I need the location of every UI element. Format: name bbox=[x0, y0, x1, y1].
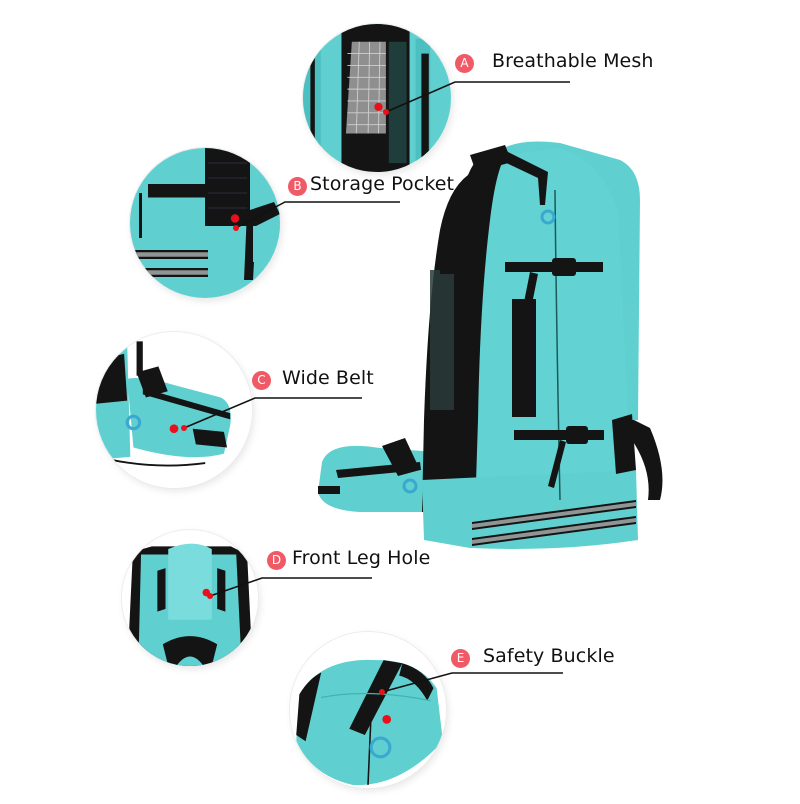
badge-a: A bbox=[455, 54, 474, 73]
breathable-mesh-detail bbox=[303, 24, 451, 172]
badge-d: D bbox=[267, 551, 286, 570]
inset-storage-pocket bbox=[130, 148, 280, 298]
wide-belt-detail bbox=[96, 332, 252, 488]
inset-breathable-mesh bbox=[303, 24, 451, 172]
callout-label-front-leg-hole: Front Leg Hole bbox=[292, 547, 431, 569]
inset-safety-buckle bbox=[290, 632, 446, 788]
badge-b: B bbox=[288, 177, 307, 196]
callout-label-breathable-mesh: Breathable Mesh bbox=[492, 50, 654, 72]
badge-e: E bbox=[451, 649, 470, 668]
inset-wide-belt bbox=[96, 332, 252, 488]
front-leg-hole-detail bbox=[122, 530, 258, 666]
safety-buckle-detail bbox=[290, 632, 446, 788]
inset-front-leg-hole bbox=[122, 530, 258, 666]
badge-c: C bbox=[252, 371, 271, 390]
callout-label-safety-buckle: Safety Buckle bbox=[483, 645, 615, 667]
callout-label-storage-pocket: Storage Pocket bbox=[310, 173, 455, 195]
callout-label-wide-belt: Wide Belt bbox=[282, 367, 374, 389]
storage-pocket-detail bbox=[130, 148, 280, 298]
